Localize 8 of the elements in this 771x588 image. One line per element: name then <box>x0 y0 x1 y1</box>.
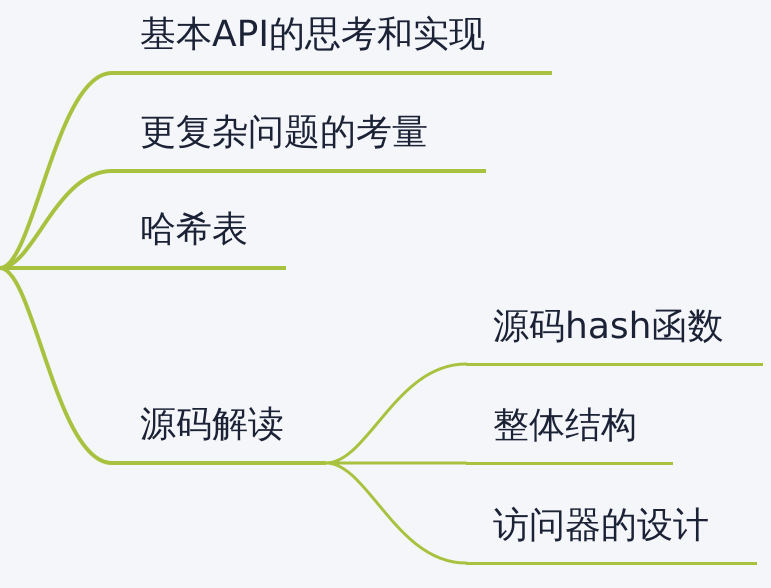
branch-line <box>324 462 468 564</box>
topic-label: 源码解读 <box>140 403 284 447</box>
topic-label: 哈希表 <box>140 208 248 252</box>
topic-label: 基本API的思考和实现 <box>140 13 485 57</box>
topic-label: 更复杂问题的考量 <box>140 111 428 155</box>
topic-label: 访问器的设计 <box>493 504 709 548</box>
topic-label: 源码hash函数 <box>493 304 724 348</box>
topic-label: 整体结构 <box>493 404 637 448</box>
